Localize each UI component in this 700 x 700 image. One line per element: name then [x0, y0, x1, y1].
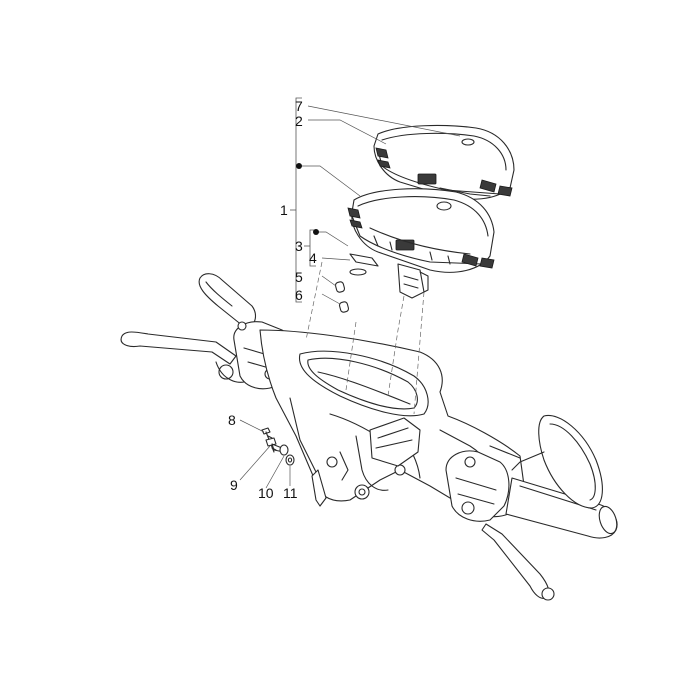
callout-5: 5 [295, 269, 303, 285]
bullet-dot-3 [313, 229, 319, 235]
bolt-9 [265, 437, 277, 447]
part-4-seal [349, 268, 367, 276]
callout-7: 7 [295, 98, 303, 114]
instrument-cluster-group [305, 124, 515, 415]
part-4-pad [349, 253, 379, 267]
part-5-bulb [334, 281, 346, 293]
callout-labels: 7 2 1 3 4 5 6 8 9 10 11 [228, 98, 317, 501]
washer-10 [279, 444, 289, 456]
callout-2: 2 [295, 113, 303, 129]
callout-6: 6 [295, 287, 303, 303]
cluster-main-body [347, 188, 495, 299]
callout-11: 11 [283, 485, 298, 501]
right-brake-lever [481, 523, 550, 599]
fastener-group [261, 427, 295, 466]
callout-8: 8 [228, 412, 236, 428]
washer-11 [285, 454, 295, 466]
dashboard-recess [298, 350, 429, 417]
callout-9: 9 [230, 477, 238, 493]
bullet-dot-1 [296, 163, 302, 169]
bracket-1 [295, 97, 302, 303]
alignment-guide-left [305, 261, 323, 341]
right-switch-housing [445, 450, 510, 522]
left-brake-lever [120, 331, 237, 365]
callout-4: 4 [309, 250, 317, 266]
alignment-guide-right [387, 295, 405, 397]
callout-10: 10 [258, 485, 274, 501]
bracket-3 [309, 229, 316, 267]
mirror [538, 414, 603, 509]
part-6-bulb [338, 301, 350, 313]
central-clamp [369, 417, 421, 467]
callout-3: 3 [295, 238, 303, 254]
cluster-top-cover [373, 124, 515, 200]
handlebar-assembly [120, 273, 618, 601]
left-bracket [311, 469, 327, 507]
leader-lines [239, 97, 461, 489]
callout-1: 1 [280, 202, 288, 218]
screw-8 [261, 427, 271, 435]
